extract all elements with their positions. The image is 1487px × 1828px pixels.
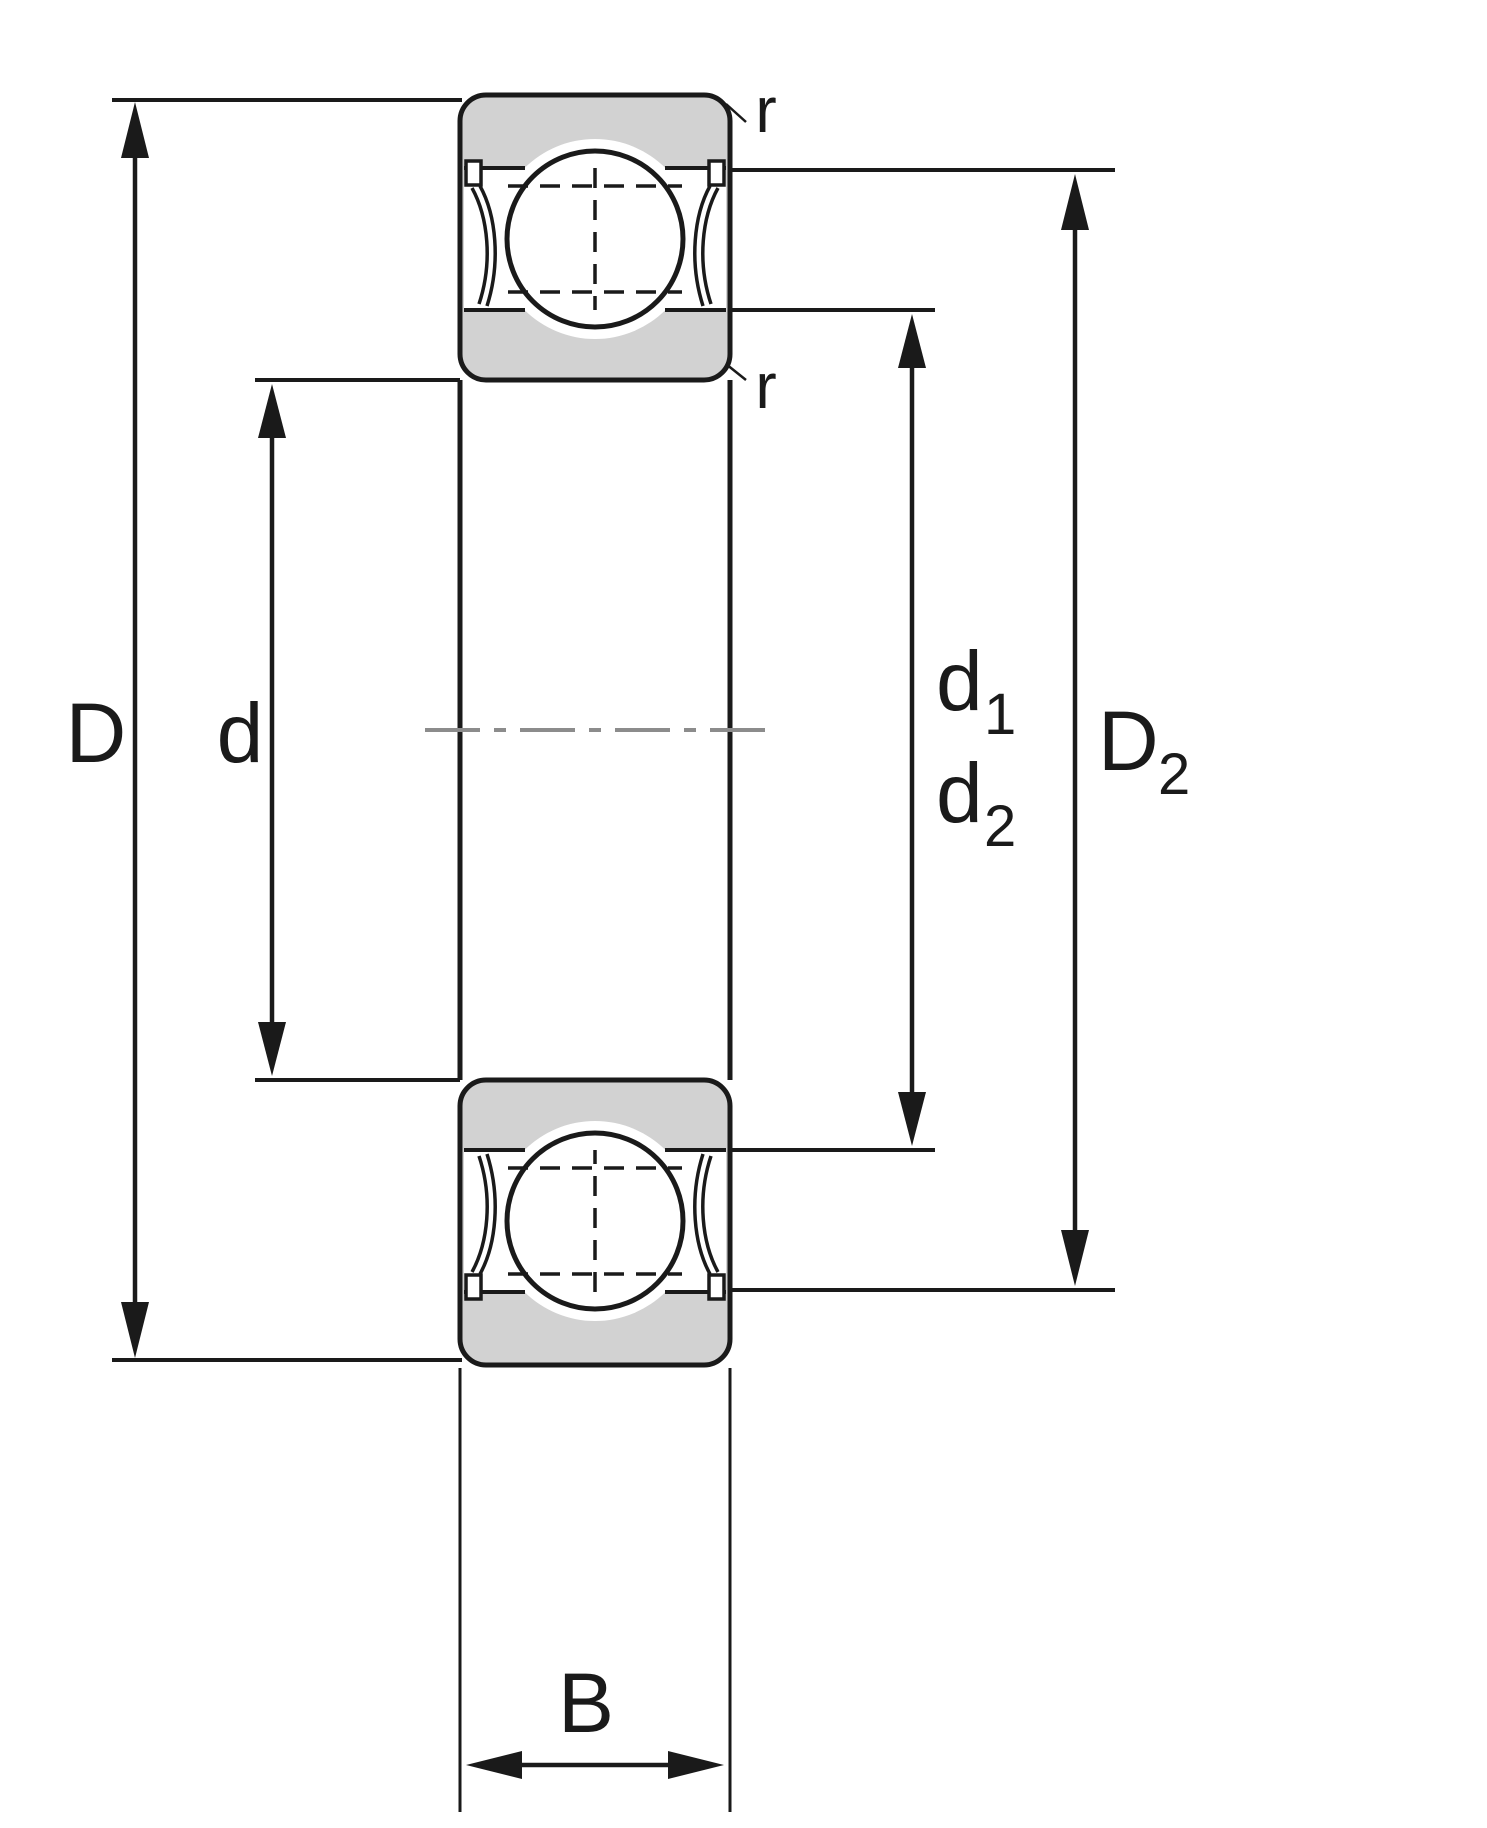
arrowhead-D2-up <box>1061 174 1089 230</box>
arrowhead-d1d2-up <box>898 314 926 368</box>
label-d1-base: d <box>936 634 983 728</box>
arrowhead-D-down <box>121 1302 149 1358</box>
label-d2-base: d <box>936 746 983 840</box>
bearing-upper-section <box>460 95 730 380</box>
dimension-d: d <box>217 378 460 1082</box>
arrowhead-B-right <box>668 1751 724 1779</box>
leader-r-top <box>725 103 747 123</box>
label-B: B <box>558 1656 614 1750</box>
dimension-d1-d2: d 1 d 2 <box>732 308 1016 1152</box>
label-D: D <box>66 686 127 780</box>
label-D2-subscript: 2 <box>1158 742 1190 807</box>
label-d: d <box>217 686 264 780</box>
label-D2-base: D <box>1098 694 1159 788</box>
arrowhead-D2-down <box>1061 1230 1089 1286</box>
dimension-D2: D 2 <box>732 168 1190 1292</box>
label-d2-subscript: 2 <box>984 794 1016 859</box>
arrowhead-d1d2-down <box>898 1092 926 1146</box>
radius-callouts: r r <box>725 74 777 422</box>
bearing-lower-section <box>460 1080 730 1365</box>
label-r-bottom: r <box>755 350 776 422</box>
label-r-top: r <box>755 74 776 146</box>
arrowhead-D-up <box>121 102 149 158</box>
leader-r-bottom <box>725 363 747 381</box>
dimension-D: D <box>66 98 462 1362</box>
dimension-B: B <box>458 1368 732 1812</box>
label-d1-subscript: 1 <box>984 682 1016 747</box>
arrowhead-B-left <box>466 1751 522 1779</box>
arrowhead-d-down <box>258 1022 286 1076</box>
arrowhead-d-up <box>258 384 286 438</box>
